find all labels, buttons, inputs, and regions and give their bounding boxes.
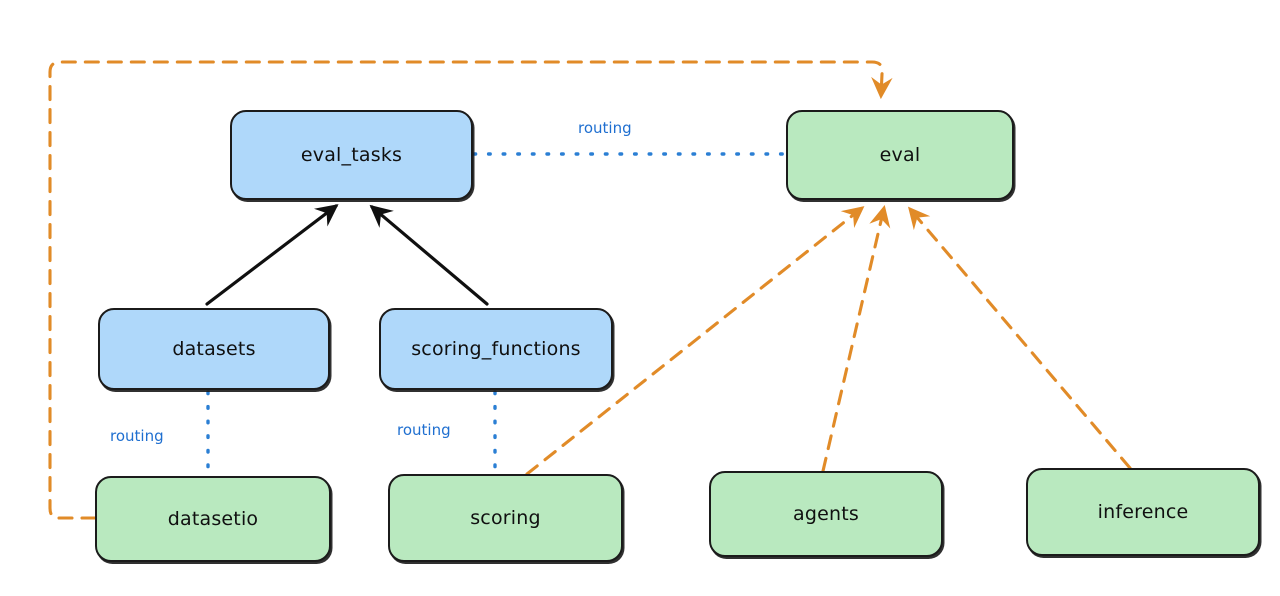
node-datasetio[interactable]: datasetio — [95, 476, 331, 562]
edge-datasetio-to-eval — [48, 60, 893, 520]
edge-inference-to-eval — [907, 206, 1132, 470]
node-eval-tasks[interactable]: eval_tasks — [230, 110, 473, 200]
edge-datasets-to-eval_tasks — [205, 204, 339, 306]
node-label: scoring — [470, 507, 541, 529]
node-label: scoring_functions — [411, 338, 581, 360]
node-label: datasetio — [167, 508, 259, 530]
node-agents[interactable]: agents — [709, 471, 943, 557]
edge-agents-to-eval — [821, 204, 891, 473]
edge-label-routing-scoring-functions-scoring: routing — [397, 421, 451, 439]
edge-scoring_functions-to-eval_tasks — [369, 204, 489, 306]
node-eval[interactable]: eval — [786, 110, 1014, 200]
edge-scoring-to-eval — [525, 206, 865, 476]
node-scoring-functions[interactable]: scoring_functions — [379, 308, 613, 390]
node-label: datasets — [172, 338, 256, 360]
edge-label-routing-eval-tasks-eval: routing — [578, 119, 632, 137]
node-label: eval_tasks — [300, 144, 403, 166]
node-label: inference — [1097, 501, 1189, 523]
node-inference[interactable]: inference — [1026, 468, 1260, 556]
node-label: eval — [879, 144, 921, 166]
node-scoring[interactable]: scoring — [388, 474, 623, 562]
edge-label-routing-datasets-datasetio: routing — [110, 427, 164, 445]
node-label: agents — [793, 503, 859, 525]
node-datasets[interactable]: datasets — [98, 308, 330, 390]
